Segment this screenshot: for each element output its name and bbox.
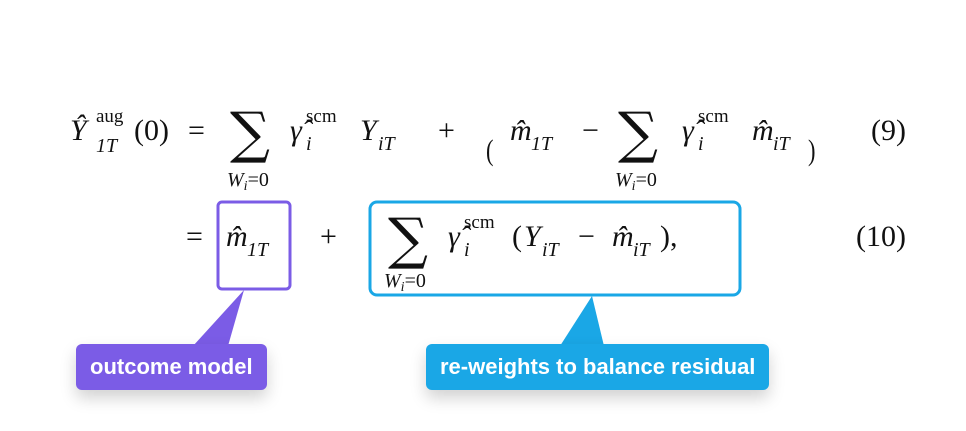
plus-sign-10: + [320, 220, 337, 253]
sum-limit-9b: Wi=0 [615, 169, 657, 194]
paren-open: ( [486, 133, 493, 167]
m-hat-iT-10: m̂ [612, 220, 634, 253]
equation-number-9: (9) [871, 114, 906, 147]
gamma-superscript-9a: scm [306, 106, 337, 127]
equation-number-10: (10) [856, 220, 906, 253]
outcome-callout-pointer [193, 290, 244, 346]
m-hat-1T-subscript-9: 1T [531, 133, 554, 155]
gamma-superscript-10: scm [464, 212, 495, 233]
outcome-model-label: outcome model [76, 344, 267, 390]
sum-limit-10: Wi=0 [384, 270, 426, 295]
open-paren-10: ( [512, 220, 522, 253]
reweight-box [368, 200, 742, 297]
sum-limit-9a: Wi=0 [227, 169, 269, 194]
reweight-label: re-weights to balance residual [426, 344, 770, 390]
lhs-argument: (0) [134, 114, 169, 147]
outcome-model-box [216, 200, 292, 291]
sum-symbol-9a: ∑ [230, 101, 270, 166]
y-observed: Y [360, 114, 380, 147]
minus-sign-9: − [582, 114, 599, 147]
m-hat-iT-subscript-9: iT [773, 133, 792, 155]
gamma-subscript-9a: i [306, 133, 312, 155]
m-hat-1T-subscript-10: 1T [247, 239, 270, 261]
gamma-subscript-10: i [464, 239, 470, 261]
y-observed-10: Y [524, 220, 544, 253]
m-hat-1T-9: m̂ [510, 114, 532, 147]
lhs-superscript: aug [96, 106, 124, 127]
sum-symbol-9b: ∑ [618, 101, 658, 166]
gamma-superscript-9b: scm [698, 106, 729, 127]
paren-close: ) [808, 133, 815, 167]
equation-9: Ŷ aug 1T (0) = ∑ Wi=0 γ̂ scm i Y iT + ( … [70, 101, 906, 194]
plus-sign-9: + [438, 114, 455, 147]
equals-sign-10: = [186, 220, 203, 253]
m-hat-1T-10: m̂ [226, 220, 248, 253]
equation-10: = m̂ 1T + ∑ Wi=0 γ̂ scm i ( Y iT − m̂ iT… [186, 200, 906, 297]
y-subscript-10: iT [542, 239, 561, 261]
sum-symbol-10: ∑ [388, 207, 428, 272]
lhs-y-hat: Ŷ [70, 114, 90, 147]
equals-sign-9: = [188, 114, 205, 147]
gamma-subscript-9b: i [698, 133, 704, 155]
m-hat-iT-9: m̂ [752, 114, 774, 147]
minus-sign-10: − [578, 220, 595, 253]
close-paren-10: ), [660, 220, 678, 253]
reweight-callout-pointer [560, 296, 604, 346]
lhs-subscript: 1T [96, 135, 119, 157]
y-subscript: iT [378, 133, 397, 155]
m-hat-iT-subscript-10: iT [633, 239, 652, 261]
